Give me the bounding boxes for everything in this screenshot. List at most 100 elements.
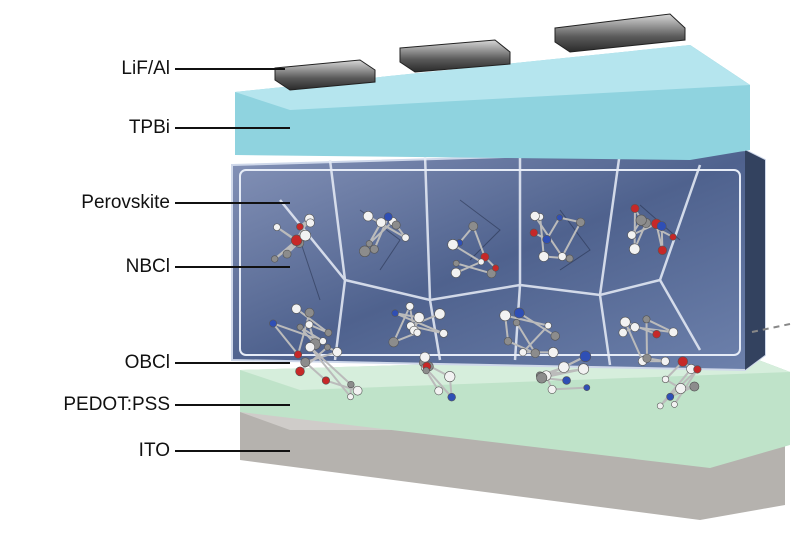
atom (551, 332, 560, 341)
atom (559, 362, 570, 373)
atom (305, 321, 313, 329)
atom (325, 329, 332, 336)
atom (270, 320, 277, 327)
leader-nbcl (175, 266, 290, 268)
atom (406, 303, 414, 311)
atom (543, 235, 551, 243)
atom (514, 308, 524, 318)
label-nbcl: NBCl (126, 256, 170, 278)
atom (694, 366, 701, 373)
atom (531, 349, 540, 358)
atom (283, 250, 291, 258)
label-obcl: OBCl (125, 352, 170, 374)
atom (389, 337, 399, 347)
atom (667, 393, 674, 400)
atom (353, 386, 362, 395)
leader-ito (175, 450, 290, 452)
atom (324, 344, 330, 350)
atom (636, 215, 646, 225)
atom (513, 319, 520, 326)
atom (662, 376, 669, 383)
atom (653, 330, 661, 338)
atom (322, 377, 329, 384)
atom (402, 234, 409, 241)
atom (657, 221, 666, 230)
atom (539, 252, 549, 262)
atom (658, 246, 667, 255)
atom (376, 218, 385, 227)
atom (423, 367, 430, 374)
atom (392, 221, 400, 229)
leader-tpbi (175, 127, 290, 129)
atom (643, 354, 651, 362)
atom (657, 403, 663, 409)
leader-lif-al (175, 68, 285, 70)
atom (292, 304, 301, 313)
atom (448, 239, 458, 249)
atom (620, 317, 630, 327)
atom (545, 322, 552, 329)
atom (670, 234, 677, 241)
atom (363, 211, 373, 221)
atom (500, 310, 511, 321)
atom (333, 347, 342, 356)
leader-pedot-pss (175, 404, 290, 406)
atom (478, 259, 484, 265)
atom (347, 394, 353, 400)
atom (294, 351, 302, 359)
atom (578, 364, 589, 375)
atom (557, 215, 563, 221)
atom (420, 352, 430, 362)
atom (296, 223, 303, 230)
atom (414, 312, 424, 322)
atom (504, 337, 512, 345)
atom (392, 310, 399, 317)
atom (661, 357, 669, 365)
atom (435, 387, 443, 395)
atom (359, 246, 370, 257)
atom (370, 245, 378, 253)
atom (563, 377, 571, 385)
atom (492, 265, 498, 271)
atom (384, 213, 392, 221)
leader-obcl (175, 362, 290, 364)
atom (296, 367, 305, 376)
atom (580, 351, 591, 362)
atom (451, 268, 461, 278)
atom (678, 357, 688, 367)
atom (690, 382, 699, 391)
atom (537, 373, 547, 383)
atom (619, 328, 627, 336)
atom (435, 309, 446, 320)
atom (445, 371, 455, 381)
atom (530, 211, 539, 220)
bond (646, 319, 647, 358)
atom (271, 256, 278, 263)
label-pedot-pss: PEDOT:PSS (63, 394, 170, 416)
label-ito: ITO (139, 440, 170, 462)
atom (273, 224, 280, 231)
atom (643, 316, 650, 323)
leader-perovskite (175, 202, 290, 204)
atom (584, 385, 590, 391)
label-perovskite: Perovskite (81, 192, 170, 214)
atom (676, 383, 686, 393)
atom (448, 393, 456, 401)
atom (300, 230, 311, 241)
atom (671, 401, 677, 407)
atom (548, 385, 556, 393)
atom (348, 381, 355, 388)
atom (630, 323, 639, 332)
atom (453, 260, 459, 266)
atom (319, 338, 326, 345)
atom (576, 218, 584, 226)
atom (558, 253, 566, 261)
atom (469, 222, 478, 231)
atom (548, 347, 558, 357)
atom (306, 219, 314, 227)
atom (631, 204, 639, 212)
atom (301, 358, 310, 367)
atom (305, 342, 314, 351)
